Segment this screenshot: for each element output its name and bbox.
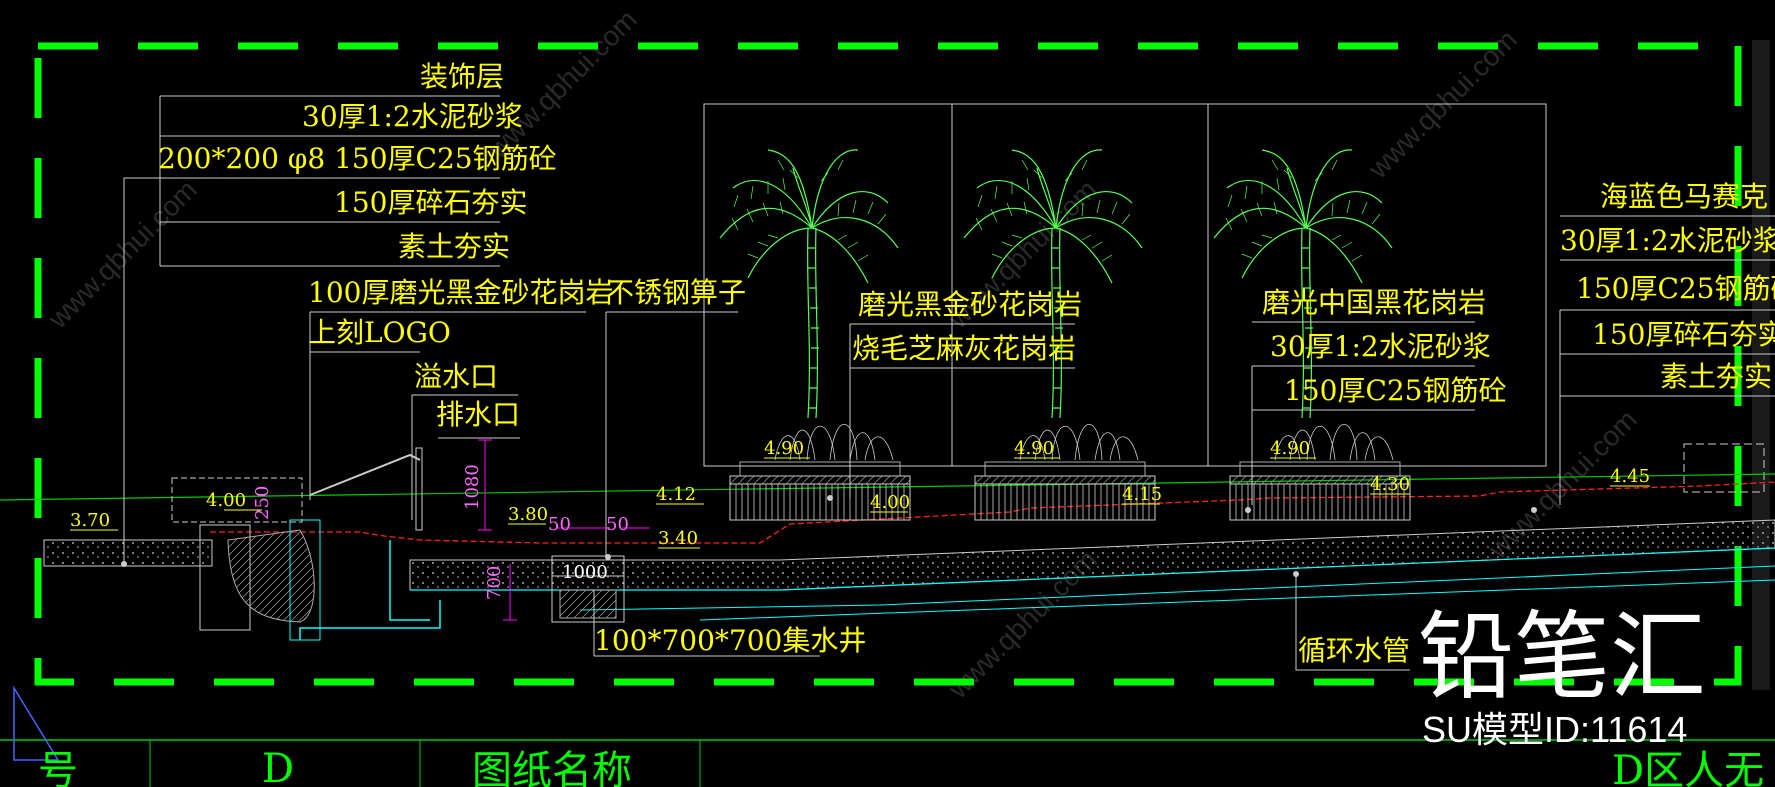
elevation: 4.00 bbox=[206, 490, 246, 511]
elevation: 4.12 bbox=[656, 484, 696, 505]
dim-1000: 1000 bbox=[562, 562, 608, 583]
brand-watermark: 铅笔汇 SU模型ID:11614 bbox=[1418, 604, 1706, 750]
left-notes: 装饰层 30厚1:2水泥砂浆 200*200 φ8 150厚C25钢筋砼 150… bbox=[158, 60, 557, 263]
ground-section bbox=[0, 447, 1775, 641]
note-decor-layer: 装饰层 bbox=[420, 60, 504, 93]
elevation-ticks bbox=[70, 457, 1650, 549]
right-notes: 海蓝色马赛克 30厚1:2水泥砂浆 150厚C25钢筋砼 150厚碎石夯实 素土… bbox=[1560, 180, 1775, 393]
title-block: 号 D 图纸名称 D区人无 bbox=[0, 685, 1775, 787]
palm-tree-1 bbox=[719, 149, 899, 419]
note-soil-2: 素土夯实 bbox=[1660, 360, 1772, 393]
title-drawing-name: D区人无 bbox=[1612, 748, 1764, 787]
note-soil: 素土夯实 bbox=[398, 230, 510, 263]
note-polished-granite: 磨光黑金砂花岗岩 bbox=[858, 288, 1082, 321]
model-id: SU模型ID:11614 bbox=[1422, 709, 1687, 750]
title-zone: D bbox=[262, 746, 294, 787]
viewport-frame bbox=[34, 42, 1742, 686]
brand-logo: 铅笔汇 bbox=[1418, 604, 1706, 711]
note-overflow: 溢水口 bbox=[414, 360, 498, 393]
note-rebar: 200*200 φ8 150厚C25钢筋砼 bbox=[158, 142, 557, 175]
note-logo: 上刻LOGO bbox=[308, 316, 451, 349]
elevation: 4.90 bbox=[1270, 438, 1310, 459]
elevation: 3.40 bbox=[658, 528, 698, 549]
dimension-lines bbox=[478, 439, 650, 621]
leader-lines bbox=[123, 95, 1775, 671]
elevation: 4.90 bbox=[1014, 438, 1054, 459]
note-mortar: 30厚1:2水泥砂浆 bbox=[302, 100, 523, 133]
planter-right-notes: 磨光中国黑花岗岩 30厚1:2水泥砂浆 150厚C25钢筋砼 bbox=[1262, 286, 1507, 407]
note-mortar-3: 30厚1:2水泥砂浆 bbox=[1560, 224, 1775, 257]
note-china-black: 磨光中国黑花岗岩 bbox=[1262, 286, 1486, 319]
title-no-label: 号 bbox=[38, 748, 78, 787]
elevation: 4.30 bbox=[1370, 474, 1410, 495]
note-mosaic: 海蓝色马赛克 bbox=[1600, 180, 1768, 213]
note-pipe: 循环水管 bbox=[1298, 634, 1410, 667]
note-flamed-granite: 烧毛芝麻灰花岗岩 bbox=[852, 332, 1076, 365]
note-gravel: 150厚碎石夯实 bbox=[334, 186, 527, 219]
elevation: 4.45 bbox=[1610, 466, 1650, 487]
elevation: 4.15 bbox=[1122, 484, 1162, 505]
elevation: 3.80 bbox=[508, 504, 548, 525]
note-mortar-2: 30厚1:2水泥砂浆 bbox=[1270, 330, 1491, 363]
planter-frames bbox=[703, 103, 1765, 493]
note-drain: 排水口 bbox=[436, 398, 520, 431]
elevation-marks: 3.70 4.00 3.80 4.12 3.40 4.00 4.90 4.90 … bbox=[70, 438, 1650, 549]
dimension-texts: 1080 50 50 700 1000 250 bbox=[252, 464, 629, 600]
dim-1080: 1080 bbox=[462, 464, 483, 510]
note-concrete-2: 150厚C25钢筋砼 bbox=[1576, 272, 1775, 305]
watermark-diag: www.qbhui.com bbox=[42, 174, 203, 335]
note-sump: 100*700*700集水井 bbox=[594, 624, 866, 657]
note-concrete: 150厚C25钢筋砼 bbox=[1284, 374, 1507, 407]
elevation: 4.90 bbox=[764, 438, 804, 459]
note-grate: 不锈钢箅子 bbox=[606, 276, 746, 309]
elevation: 4.00 bbox=[870, 492, 910, 513]
dim-50b: 50 bbox=[606, 514, 629, 535]
note-black-granite: 100厚磨光黑金砂花岗岩 bbox=[308, 276, 613, 309]
watermark-diag: www.qbhui.com bbox=[482, 4, 643, 165]
dim-250: 250 bbox=[252, 486, 273, 520]
planter-mid-notes: 磨光黑金砂花岗岩 烧毛芝麻灰花岗岩 bbox=[852, 288, 1082, 365]
dim-700: 700 bbox=[484, 566, 505, 600]
stone-note: 100厚磨光黑金砂花岗岩 上刻LOGO bbox=[308, 276, 613, 349]
note-gravel-2: 150厚碎石夯实 bbox=[1592, 318, 1775, 351]
title-name-label: 图纸名称 bbox=[472, 748, 632, 787]
dim-50a: 50 bbox=[548, 514, 571, 535]
elevation: 3.70 bbox=[70, 510, 110, 531]
